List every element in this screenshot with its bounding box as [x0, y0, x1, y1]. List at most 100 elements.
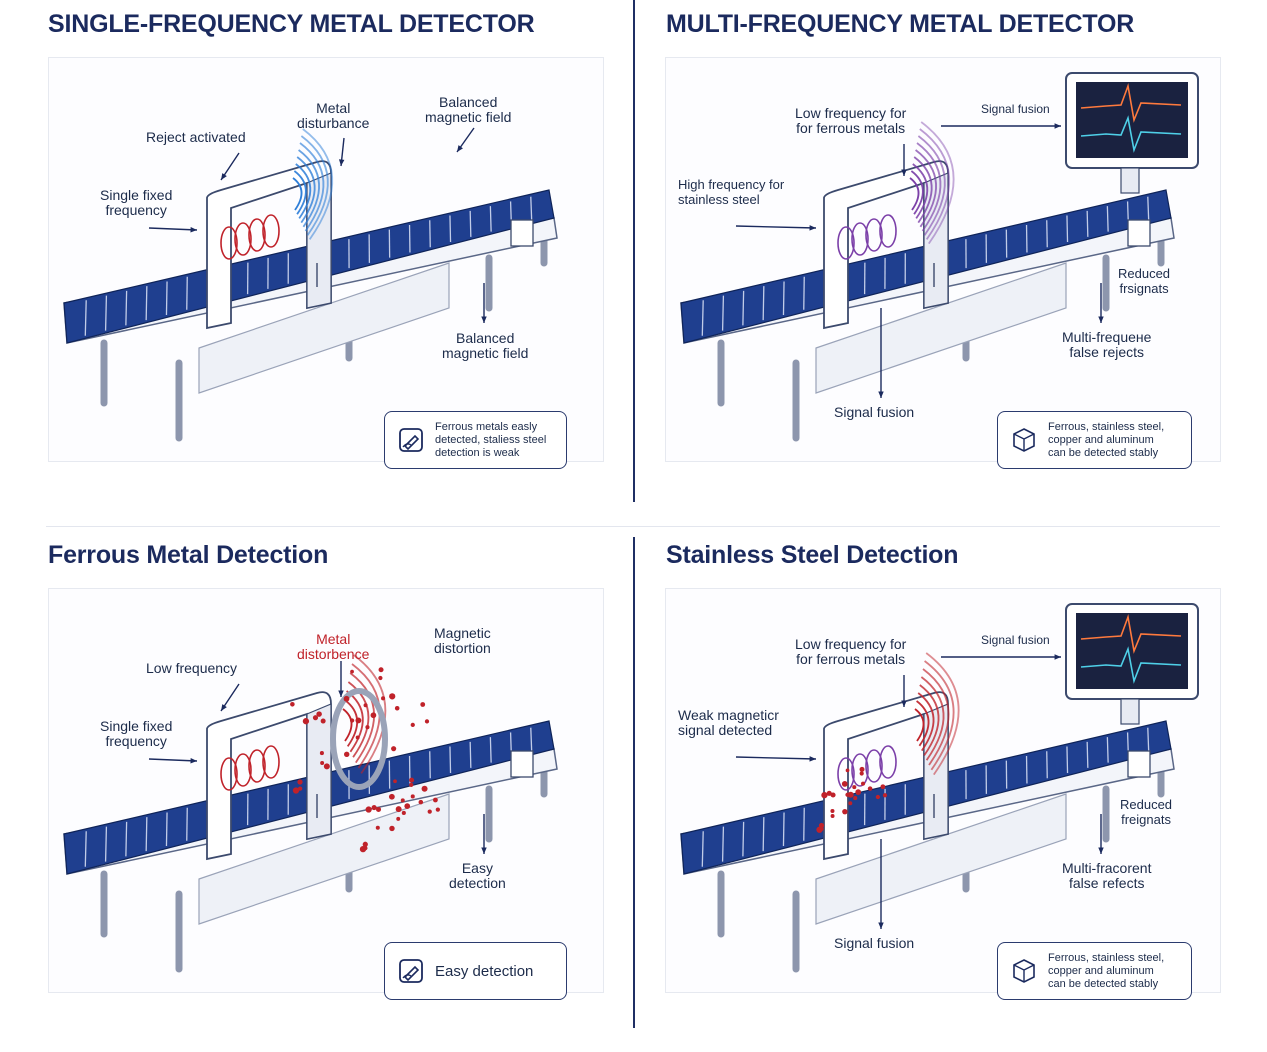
metal-particle	[388, 793, 395, 800]
info-box-ferrous: Easy detection	[384, 942, 567, 1000]
metal-particle	[393, 779, 397, 784]
info-box-stainless: Ferrous, stainless steel, copper and alu…	[997, 942, 1192, 1000]
metal-particle	[882, 793, 888, 798]
metal-particle	[395, 806, 402, 813]
vertical-divider-top	[633, 0, 635, 502]
arrow-head	[481, 316, 487, 323]
metal-particle	[842, 808, 848, 815]
metal-particle	[400, 798, 405, 803]
panel-title-stainless: Stainless Steel Detection	[666, 541, 959, 569]
conveyor-illustration	[63, 127, 558, 442]
field-wave	[922, 668, 950, 766]
field-wave	[916, 700, 930, 747]
belt-slat	[1086, 210, 1089, 237]
field-wave	[298, 149, 320, 228]
edit-note-icon	[399, 428, 423, 452]
metal-particle	[401, 810, 406, 816]
metal-particle	[365, 725, 370, 730]
coil-ring	[262, 745, 280, 779]
belt-slat	[701, 831, 704, 867]
metal-particle	[830, 814, 835, 818]
belt-slat	[1066, 215, 1069, 243]
belt-slat	[1046, 751, 1048, 779]
belt-slat	[1147, 727, 1150, 753]
metal-particle	[363, 703, 368, 708]
panel-title-single-frequency: SINGLE-FREQUENCY METAL DETECTOR	[48, 10, 535, 38]
field-wave	[914, 708, 925, 742]
metal-particle	[867, 786, 873, 791]
label-easy-detection: Easy detection	[449, 860, 506, 891]
cube-icon	[1013, 428, 1035, 452]
info-text-single: Ferrous metals easly detected, staliess …	[435, 420, 547, 459]
metal-particle	[362, 841, 368, 847]
control-box	[1127, 219, 1151, 247]
metal-particle	[292, 787, 300, 794]
metal-particle	[290, 702, 295, 707]
belt-slat	[125, 821, 128, 857]
belt-slat	[469, 210, 472, 237]
arrow-head	[809, 225, 816, 231]
arrow-head	[338, 690, 344, 697]
metal-particle	[378, 667, 384, 673]
coil-ring	[234, 753, 252, 787]
belt-slat	[104, 826, 108, 862]
metal-particle	[424, 719, 430, 724]
metal-particle	[852, 785, 857, 790]
conveyor-illustration	[63, 654, 558, 973]
conveyor-base	[815, 793, 1067, 925]
metal-particle	[316, 711, 322, 717]
belt-slat	[125, 290, 128, 326]
metal-particle	[427, 809, 432, 814]
label-weak-magnetic-signal: Weak magneticr signal detected	[678, 707, 779, 738]
belt-slat	[530, 196, 533, 222]
metal-particle	[391, 746, 397, 752]
metal-particle	[855, 789, 862, 795]
field-wave	[909, 177, 920, 211]
label-signal-fusion-top: Signal fusion	[981, 633, 1050, 647]
arrow-head	[1054, 123, 1061, 129]
conveyor-illustration	[680, 72, 1199, 442]
belt-slat	[84, 300, 87, 336]
field-wave	[302, 128, 334, 240]
panel-stainless	[665, 588, 1221, 993]
metal-particle	[389, 693, 396, 700]
field-wave	[293, 170, 307, 215]
belt-slat	[469, 741, 472, 768]
coil-ring	[865, 218, 883, 252]
panel-single-frequency	[48, 57, 604, 462]
field-wave	[299, 142, 325, 232]
field-wave	[912, 163, 929, 219]
arrow-head	[878, 922, 884, 929]
field-wave	[916, 142, 942, 232]
field-wave	[917, 692, 935, 752]
panel-title-ferrous: Ferrous Metal Detection	[48, 541, 329, 569]
monitor-screen	[1076, 82, 1188, 158]
coil-ring	[220, 226, 238, 260]
metal-particle	[859, 771, 864, 776]
info-box-multi: Ferrous, stainless steel, copper and alu…	[997, 411, 1192, 469]
conveyor-illustration	[680, 603, 1199, 973]
belt-slat	[165, 812, 168, 846]
field-wave	[913, 156, 933, 224]
detector-side	[306, 703, 332, 840]
field-wave	[292, 177, 303, 211]
metal-particle	[396, 816, 401, 821]
label-low-frequency: Low frequency for for ferrous metals	[795, 636, 907, 667]
horizontal-divider	[46, 526, 1220, 527]
signal-trace	[1080, 613, 1182, 654]
coil-ring	[851, 222, 869, 256]
arrow-head	[1098, 847, 1104, 854]
metal-particle	[319, 751, 324, 756]
arrow-head	[338, 159, 345, 166]
metal-particle	[853, 796, 858, 801]
coil-ring	[851, 753, 869, 787]
field-wave	[920, 676, 945, 761]
label-single-fixed-frequency: Single fixed frequency	[100, 187, 173, 218]
metal-particle	[875, 794, 881, 800]
metal-particle	[394, 705, 400, 711]
metal-particle	[819, 826, 824, 831]
belt-slat	[1106, 737, 1109, 763]
field-wave	[915, 149, 937, 228]
belt-slat	[1066, 746, 1069, 774]
metal-particle	[355, 735, 360, 740]
